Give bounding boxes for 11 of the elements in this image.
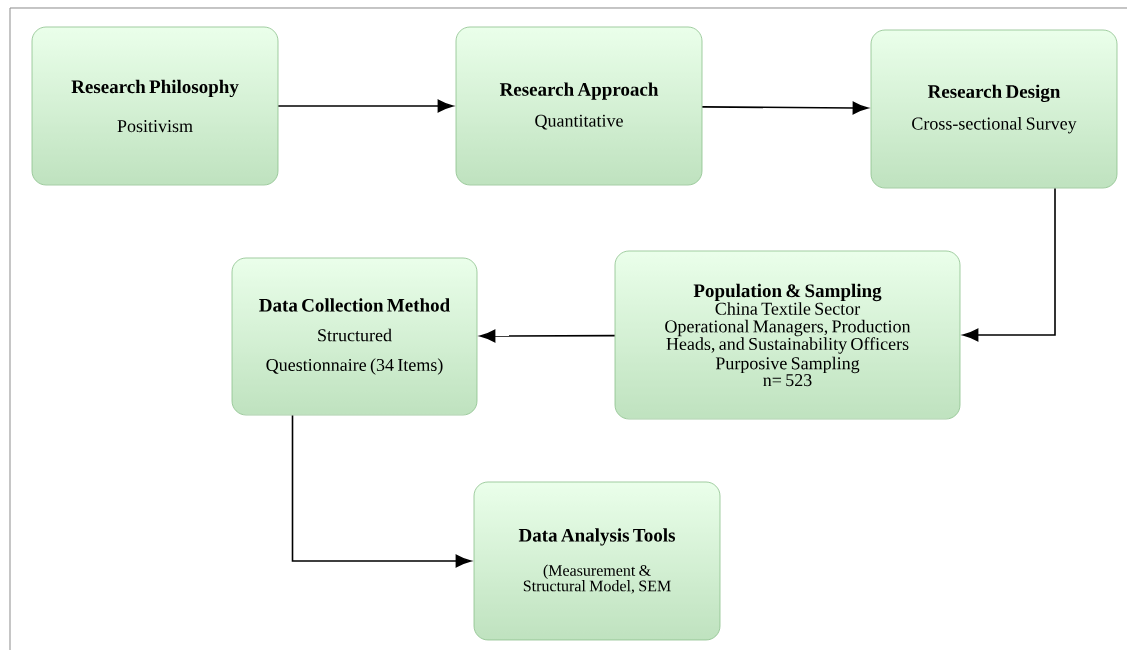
process-box: Research Design Cross-sectional Survey	[870, 29, 1118, 189]
arrow	[291, 414, 472, 568]
process-box: Population & Sampling China Textile Sector Operational Managers, Production Heads, and Sustainability Officers Purposive Sampling n= 523	[614, 250, 961, 420]
process-box: Research Approach Quantitative	[455, 26, 703, 186]
process-box: Research Philosophy Positivism	[31, 26, 279, 186]
arrow	[962, 187, 1056, 342]
arrow	[479, 329, 616, 343]
arrow	[701, 101, 869, 115]
process-box: Data Collection Method Structured Questionnaire (34 Items)	[231, 257, 478, 416]
arrow	[277, 99, 454, 113]
process-box: Data Analysis Tools (Measurement & Structural Model, SEM	[473, 481, 721, 641]
